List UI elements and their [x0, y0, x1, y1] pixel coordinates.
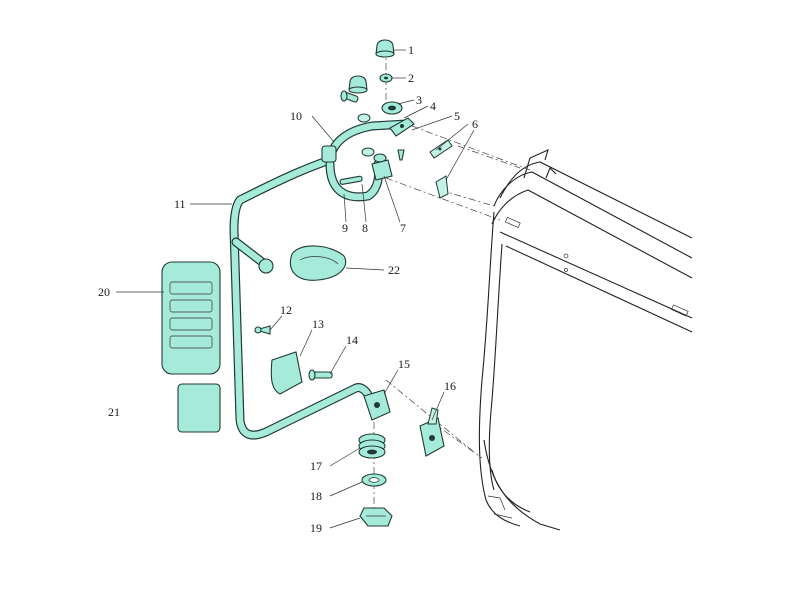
bracket-4 [389, 117, 415, 137]
callout-2: 2 [408, 71, 414, 85]
large-mirror-20 [161, 261, 221, 375]
pin-8 [339, 175, 363, 185]
housing-13 [270, 351, 303, 395]
callout-4: 4 [430, 99, 436, 113]
callout-9: 9 [342, 221, 348, 235]
cab-body-outline [478, 149, 693, 531]
plate-5 [429, 139, 453, 159]
plate-6 [435, 175, 449, 199]
screw-small [397, 149, 405, 161]
nut-2 [379, 73, 393, 83]
washer-18 [361, 473, 387, 487]
callout-11: 11 [174, 197, 186, 211]
cap-nut-second [348, 75, 368, 94]
callout-19: 19 [310, 521, 322, 535]
callout-5: 5 [454, 109, 460, 123]
callout-20: 20 [98, 285, 110, 299]
bolt-14 [308, 369, 333, 381]
nut-19 [359, 507, 393, 527]
washer-3 [357, 101, 403, 123]
callout-10: 10 [290, 109, 302, 123]
bracket-7 [371, 159, 393, 181]
cap-nut-1 [375, 39, 395, 58]
small-mirror-21 [177, 383, 221, 433]
callout-12: 12 [280, 303, 292, 317]
callout-1: 1 [408, 43, 414, 57]
callout-21: 21 [108, 405, 120, 419]
callout-labels: 1 2 3 4 5 6 7 8 9 10 11 12 13 14 15 16 1… [98, 43, 478, 535]
callout-22: 22 [388, 263, 400, 277]
clamp-10 [321, 145, 337, 163]
callout-3: 3 [416, 93, 422, 107]
callout-18: 18 [310, 489, 322, 503]
bolt-upper [340, 90, 359, 103]
callout-17: 17 [310, 459, 322, 473]
callout-13: 13 [312, 317, 324, 331]
mount-plate-16 [419, 407, 445, 457]
callout-7: 7 [400, 221, 406, 235]
callout-15: 15 [398, 357, 410, 371]
spring-17 [358, 433, 386, 459]
callout-6: 6 [472, 117, 478, 131]
assembly-lines [373, 48, 531, 520]
leader-lines [116, 49, 475, 529]
callout-16: 16 [444, 379, 456, 393]
callout-14: 14 [346, 333, 358, 347]
screw-12 [253, 325, 271, 335]
callout-8: 8 [362, 221, 368, 235]
washer-small [361, 147, 387, 163]
round-mirror-22 [290, 245, 347, 281]
lower-bracket-15 [363, 389, 391, 421]
